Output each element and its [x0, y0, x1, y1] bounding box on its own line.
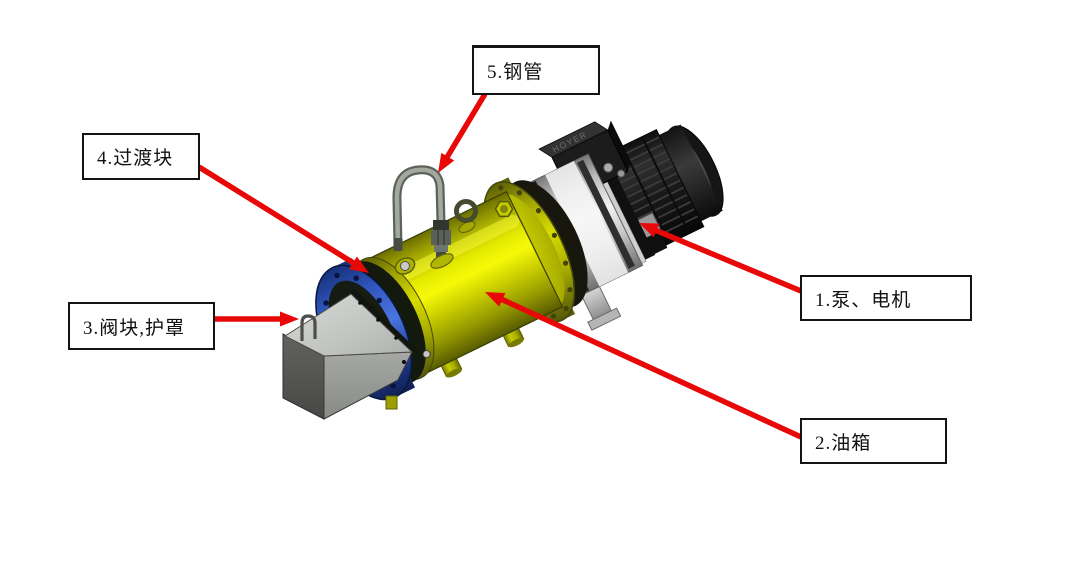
housing-foot — [580, 284, 622, 331]
callout-box-pump-motor: 1.泵、电机 — [800, 275, 972, 321]
callout-label: 3.阀块,护罩 — [83, 317, 186, 339]
callout-box-oil-tank: 2.油箱 — [800, 418, 947, 464]
callout-label: 2.油箱 — [815, 432, 872, 454]
callout-label: 4.过渡块 — [97, 148, 174, 169]
arrow-steel-pipe — [438, 92, 488, 173]
cable-gland-icon — [603, 162, 614, 173]
arrow-oil-tank — [485, 292, 803, 440]
cover-screws — [358, 301, 406, 364]
callout-label: 1.泵、电机 — [815, 289, 912, 311]
arrow-transition-block — [197, 164, 369, 273]
steel-pipe — [392, 165, 454, 269]
motor-fan-cover — [657, 124, 724, 223]
callout-label: 5.钢管 — [487, 62, 544, 83]
hex-plug — [494, 200, 514, 218]
callout-box-transition-block: 4.过渡块 — [82, 133, 200, 180]
valve-block-cover — [282, 288, 417, 420]
pipe-fitting — [430, 220, 454, 269]
cover-handle — [300, 314, 317, 341]
filler-plug — [394, 257, 416, 275]
cable-gland-icon — [617, 169, 626, 178]
callout-box-valve-block: 3.阀块,护罩 — [68, 302, 215, 350]
lifting-eye — [454, 199, 478, 233]
callout-box-steel-pipe: 5.钢管 — [472, 45, 600, 95]
arrow-pump-motor — [639, 223, 803, 294]
pipe-end-cap — [393, 238, 403, 251]
arrow-valve-block — [215, 311, 299, 327]
rim-screw-icon — [422, 349, 431, 359]
cover-foot — [385, 395, 398, 410]
